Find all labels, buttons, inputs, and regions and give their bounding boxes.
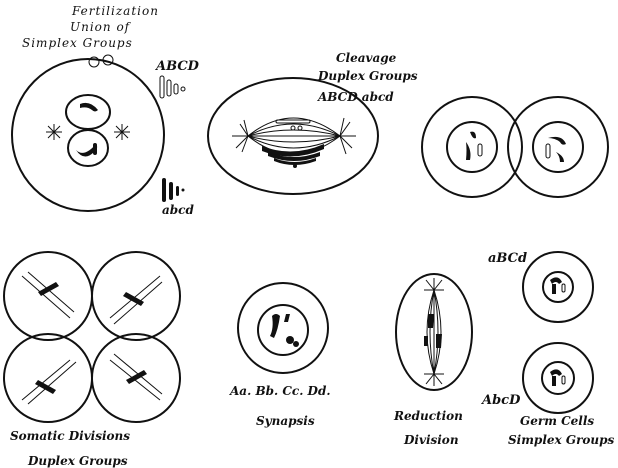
reduction-line-1: Reduction <box>393 409 463 423</box>
reduction-lower-label: AbcD <box>480 393 521 408</box>
fertilization-title-3: Simplex Groups <box>22 36 133 50</box>
germ-cells-line-2: Simplex Groups <box>508 433 615 447</box>
two-cell-stage <box>422 97 608 197</box>
fertilization-cell <box>12 59 164 211</box>
reduction-upper-label: aBCd <box>488 251 527 266</box>
lower-chromosome-set <box>162 178 185 202</box>
lower-set-label: abcd <box>162 203 194 217</box>
germ-cells-line-1: Germ Cells <box>520 414 594 428</box>
upper-chromosome-set <box>160 76 185 98</box>
synapsis-cell <box>238 283 328 373</box>
somatic-line-1: Somatic Divisions <box>10 429 130 443</box>
fertilization-title-2: Union of <box>70 20 132 34</box>
reduction-line-2: Division <box>403 433 459 447</box>
cleavage-line-1: Cleavage <box>336 51 397 65</box>
upper-set-label: ABCD <box>154 59 200 74</box>
somatic-line-2: Duplex Groups <box>27 454 128 468</box>
four-cell-stage <box>4 252 180 422</box>
fertilization-title-1: Fertilization <box>71 4 159 18</box>
germ-cell-upper <box>523 252 593 322</box>
cleavage-line-3: ABCD abcd <box>317 90 394 104</box>
reduction-spindle-cell <box>396 274 472 390</box>
synapsis-pairs-label: Aa. Bb. Cc. Dd. <box>229 384 331 398</box>
germ-cell-lower <box>523 343 593 413</box>
cleavage-line-2: Duplex Groups <box>317 69 418 83</box>
synapsis-label: Synapsis <box>256 414 315 428</box>
